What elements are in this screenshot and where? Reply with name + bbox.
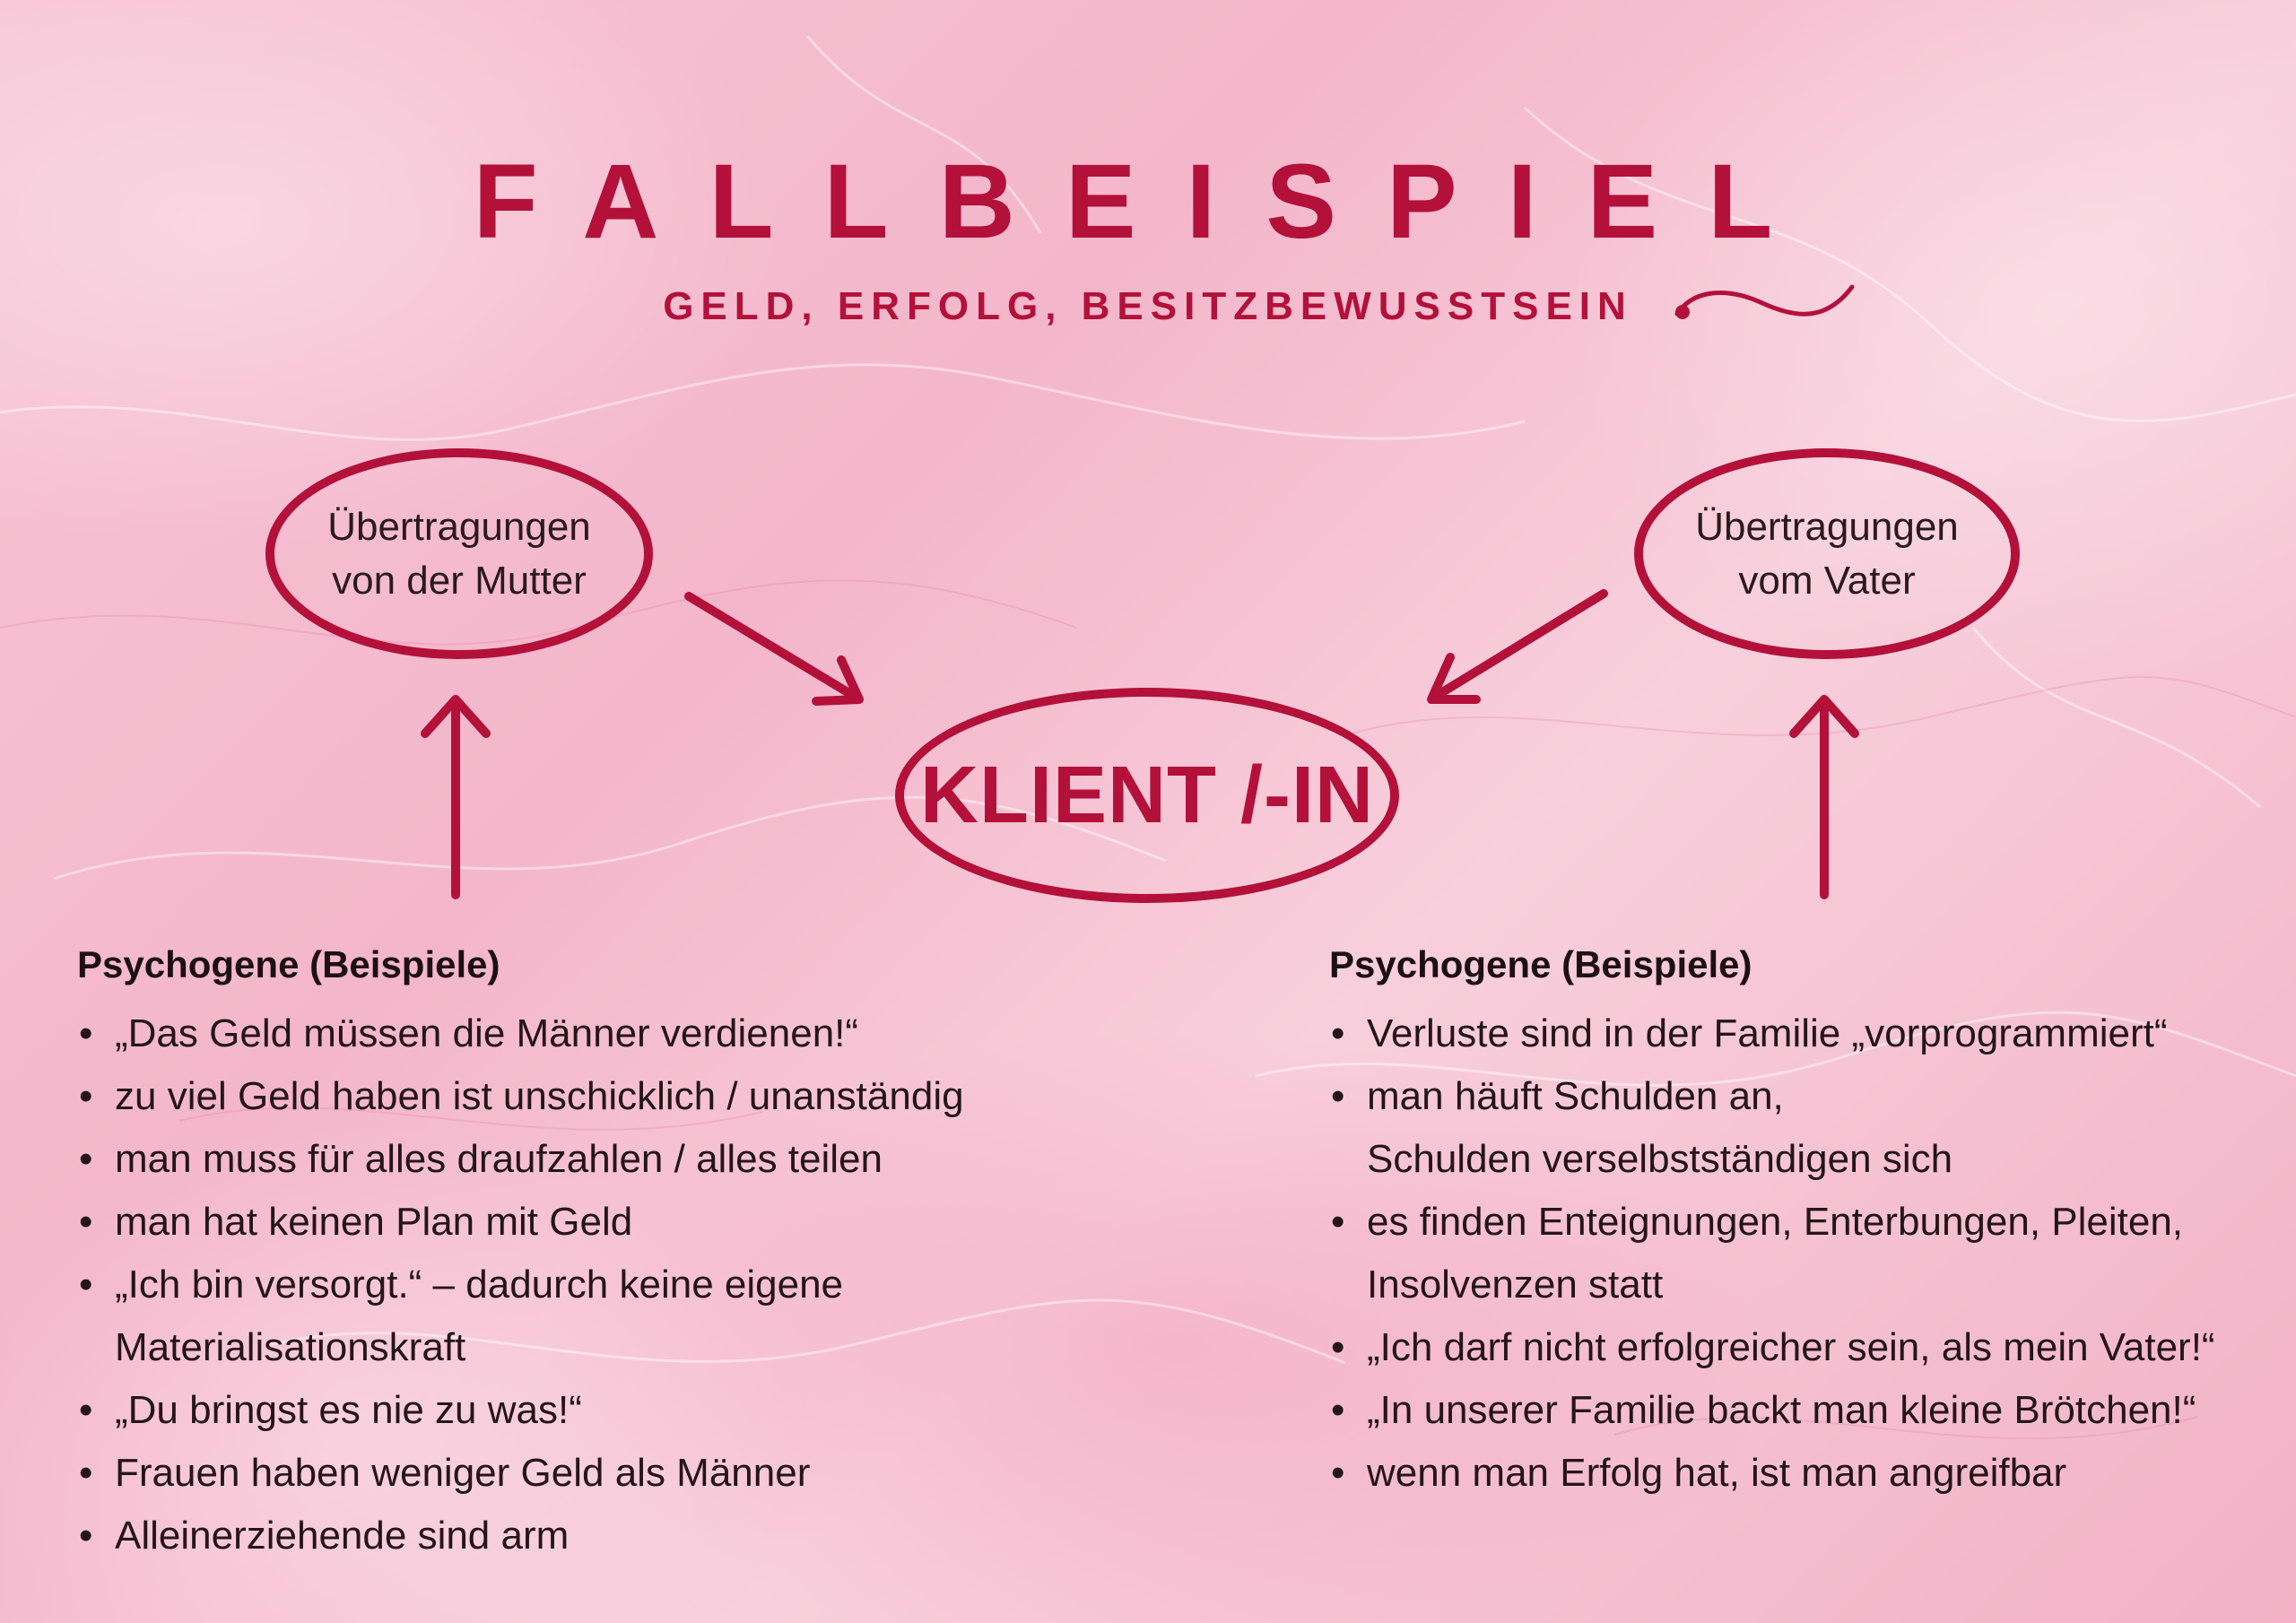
list-item: zu viel Geld haben ist unschicklich / un… bbox=[77, 1065, 1109, 1128]
father-node-line1: Übertragungen bbox=[1695, 504, 1959, 549]
list-item: „Ich bin versorgt.“ – dadurch keine eige… bbox=[77, 1254, 1109, 1379]
left-psychogene-list: Psychogene (Beispiele) „Das Geld müssen … bbox=[77, 938, 1109, 1567]
right-list-heading: Psychogene (Beispiele) bbox=[1329, 943, 1752, 985]
list-item: man muss für alles draufzahlen / alles t… bbox=[77, 1128, 1109, 1191]
decorative-swash bbox=[1674, 284, 1855, 319]
client-node: KLIENT /-IN bbox=[895, 688, 1399, 903]
list-item: man hat keinen Plan mit Geld bbox=[77, 1191, 1109, 1254]
list-item: „Das Geld müssen die Männer verdienen!“ bbox=[77, 1002, 1109, 1065]
father-node-line2: vom Vater bbox=[1738, 558, 1916, 603]
right-psychogene-list: Psychogene (Beispiele) Verluste sind in … bbox=[1329, 938, 2280, 1505]
arrow-mother-to-client bbox=[684, 592, 864, 706]
client-node-label: KLIENT /-IN bbox=[920, 750, 1374, 840]
list-item: man häuft Schulden an,Schulden verselbst… bbox=[1329, 1065, 2280, 1191]
list-item: Alleinerziehende sind arm bbox=[77, 1505, 1109, 1567]
list-item: „Ich darf nicht erfolgreicher sein, als … bbox=[1329, 1316, 2280, 1379]
mother-transfer-node: Übertragungen von der Mutter bbox=[265, 448, 653, 659]
mother-node-line2: von der Mutter bbox=[332, 558, 587, 603]
left-list-heading: Psychogene (Beispiele) bbox=[77, 943, 500, 985]
arrow-right-list-to-father bbox=[1789, 695, 1859, 899]
list-item: „Du bringst es nie zu was!“ bbox=[77, 1379, 1109, 1442]
list-item: Frauen haben weniger Geld als Männer bbox=[77, 1442, 1109, 1505]
list-item: Verluste sind in der Familie „vorprogram… bbox=[1329, 1002, 2280, 1065]
list-item: wenn man Erfolg hat, ist man angreifbar bbox=[1329, 1442, 2280, 1505]
mother-node-line1: Übertragungen bbox=[327, 504, 591, 549]
father-transfer-node: Übertragungen vom Vater bbox=[1634, 448, 2020, 659]
arrow-left-list-to-mother bbox=[421, 695, 491, 899]
list-item: es finden Enteignungen, Enterbungen, Ple… bbox=[1329, 1191, 2280, 1316]
page-title: FALLBEISPIEL bbox=[473, 143, 1823, 261]
page-subtitle: GELD, ERFOLG, BESITZBEWUSSTSEIN bbox=[663, 284, 1633, 328]
arrow-father-to-client bbox=[1427, 589, 1608, 704]
list-item: „In unserer Familie backt man kleine Brö… bbox=[1329, 1379, 2280, 1442]
